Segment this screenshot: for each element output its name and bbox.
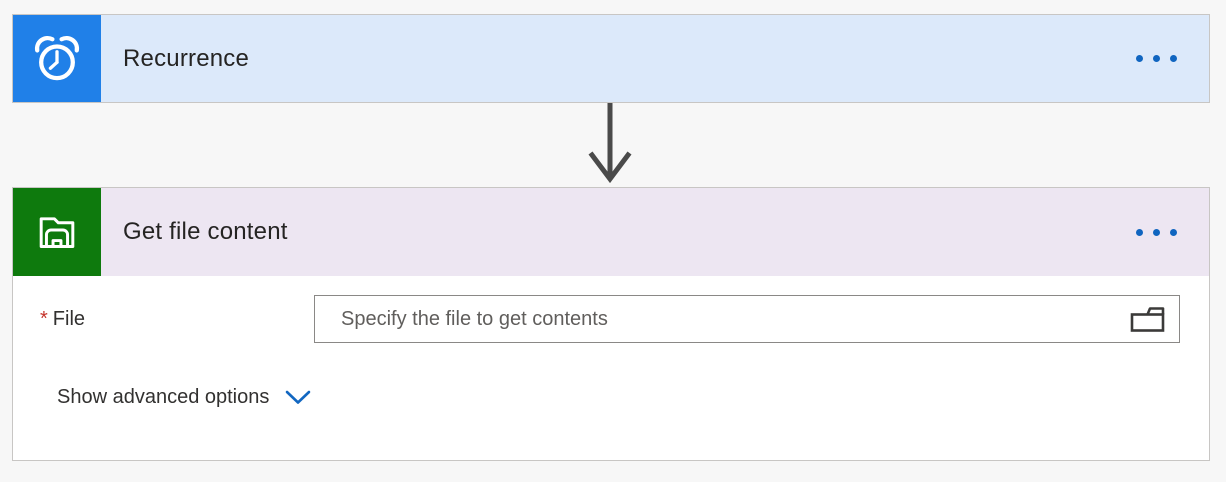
advanced-options-label: Show advanced options: [57, 386, 270, 408]
show-advanced-options-button[interactable]: Show advanced options: [55, 382, 313, 413]
recurrence-card: Recurrence: [12, 14, 1210, 103]
ellipsis-icon: [1136, 228, 1143, 236]
folder-icon: [1130, 307, 1165, 332]
alarm-clock-icon: [13, 15, 101, 102]
more-menu-button[interactable]: [1130, 219, 1183, 246]
more-menu-button[interactable]: [1130, 45, 1183, 72]
card-title: Recurrence: [123, 44, 250, 72]
file-picker-button[interactable]: [1128, 302, 1168, 336]
get-file-content-card: Get file content * File Show advanced op…: [12, 187, 1210, 461]
get-file-content-card-header[interactable]: Get file content: [13, 188, 1209, 276]
file-input[interactable]: [314, 295, 1180, 343]
chevron-down-icon: [286, 390, 311, 404]
ellipsis-icon: [1136, 55, 1143, 62]
file-input-wrap: [314, 295, 1180, 343]
card-body: * File Show advanced options: [13, 276, 1209, 460]
field-label-text: File: [52, 307, 86, 330]
flow-connector-arrow-icon: [588, 103, 632, 184]
card-title: Get file content: [123, 218, 288, 245]
recurrence-card-header[interactable]: Recurrence: [13, 15, 1209, 102]
sharepoint-folder-icon: [13, 188, 101, 276]
file-field-label: * File: [40, 295, 85, 343]
required-marker: *: [40, 307, 48, 330]
